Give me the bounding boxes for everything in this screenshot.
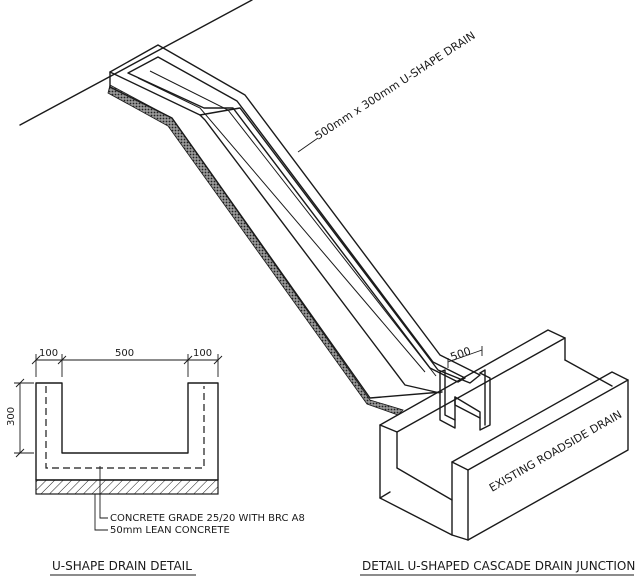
u-section-outline [35, 382, 219, 481]
section-title: U-SHAPE DRAIN DETAIL [52, 559, 192, 573]
junction-title: DETAIL U-SHAPED CASCADE DRAIN JUNCTION [362, 559, 635, 573]
ground-line [19, 0, 253, 126]
dim-right: 100 [193, 348, 212, 359]
drain-size-label: 500mm x 300mm U-SHAPE DRAIN [313, 29, 478, 143]
brc-reinforcement [45, 386, 205, 469]
lean-concrete-band [107, 84, 404, 416]
drain-side-face [109, 71, 443, 399]
dim-middle: 500 [115, 348, 134, 359]
lean-concrete-layer [35, 479, 219, 495]
drain-outer-rim [109, 44, 481, 384]
drain-inner-opening [127, 56, 466, 383]
concrete-note: CONCRETE GRADE 25/20 WITH BRC A8 [110, 513, 305, 524]
junction-width-label: 500 [449, 344, 473, 363]
existing-roadside-drain: EXISTING ROADSIDE DRAIN [379, 329, 629, 541]
lean-note: 50mm LEAN CONCRETE [110, 525, 230, 536]
u-drain-section: 100 500 100 300 CONCRETE GRADE 25/20 WIT… [6, 348, 305, 536]
dim-left: 100 [39, 348, 58, 359]
junction-end [439, 371, 491, 431]
cascade-drain: 500 500mm x 300mm U-SHAPE DRAIN [107, 29, 491, 431]
dim-height: 300 [6, 407, 17, 426]
